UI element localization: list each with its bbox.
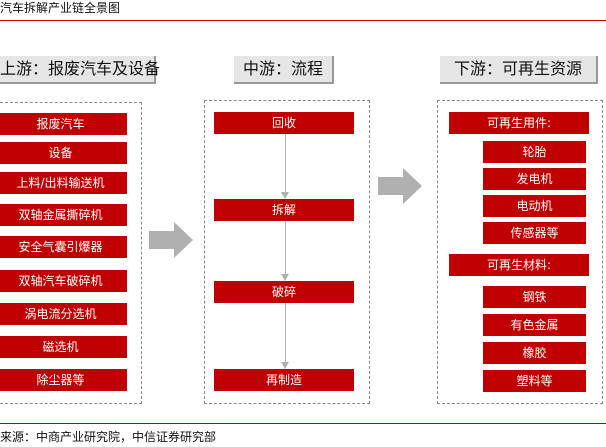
source-text: 资料来源：中商产业研究院，中信证券研究部 (0, 430, 217, 444)
caption-rule (0, 20, 606, 21)
arrow-down-icon (281, 274, 289, 281)
connector-line (285, 134, 286, 192)
midstream-header: 中游：流程 (234, 56, 334, 84)
downstream-item: 橡胶 (483, 342, 586, 364)
midstream-step: 拆解 (214, 199, 354, 221)
downstream-item: 传感器等 (483, 222, 586, 244)
upstream-item: 除尘器等 (0, 369, 127, 391)
right-arrow-icon (149, 222, 193, 258)
upstream-header: 上游：报废汽车及设备 (0, 56, 160, 84)
downstream-group-label: 可再生用件: (449, 112, 589, 134)
downstream-panel (437, 100, 603, 404)
upstream-item: 双轴汽车破碎机 (0, 270, 127, 292)
connector-line (285, 221, 286, 274)
downstream-item: 塑料等 (483, 370, 586, 392)
downstream-item: 电动机 (483, 195, 586, 217)
downstream-group-label: 可再生材料: (449, 254, 589, 276)
arrow-down-icon (281, 362, 289, 369)
downstream-item: 发电机 (483, 168, 586, 190)
upstream-item: 报废汽车 (0, 113, 127, 135)
upstream-item: 双轴金属撕碎机 (0, 204, 127, 226)
midstream-panel (204, 100, 370, 404)
upstream-item: 磁选机 (0, 336, 127, 358)
upstream-item: 安全气囊引爆器 (0, 236, 127, 258)
upstream-item: 涡电流分选机 (0, 303, 127, 325)
downstream-header: 下游：可再生资源 (440, 56, 598, 84)
source-note: 资料来源：中商产业研究院，中信证券研究部 (0, 429, 216, 445)
upstream-item: 设备 (0, 142, 127, 164)
upstream-panel (0, 102, 142, 404)
bottom-rule (0, 423, 606, 424)
connector-line (285, 303, 286, 362)
downstream-item: 有色金属 (483, 314, 586, 336)
midstream-step: 再制造 (214, 369, 354, 391)
midstream-step: 回收 (214, 112, 354, 134)
caption-text: 汽车拆解产业链全景图 (0, 1, 121, 15)
upstream-item: 上料/出料输送机 (0, 172, 127, 194)
downstream-item: 轮胎 (483, 141, 586, 163)
midstream-step: 破碎 (214, 281, 354, 303)
downstream-item: 钢铁 (483, 286, 586, 308)
figure-caption: 汽车拆解产业链全景图 (0, 0, 120, 16)
right-arrow-icon (378, 168, 422, 204)
arrow-down-icon (281, 192, 289, 199)
